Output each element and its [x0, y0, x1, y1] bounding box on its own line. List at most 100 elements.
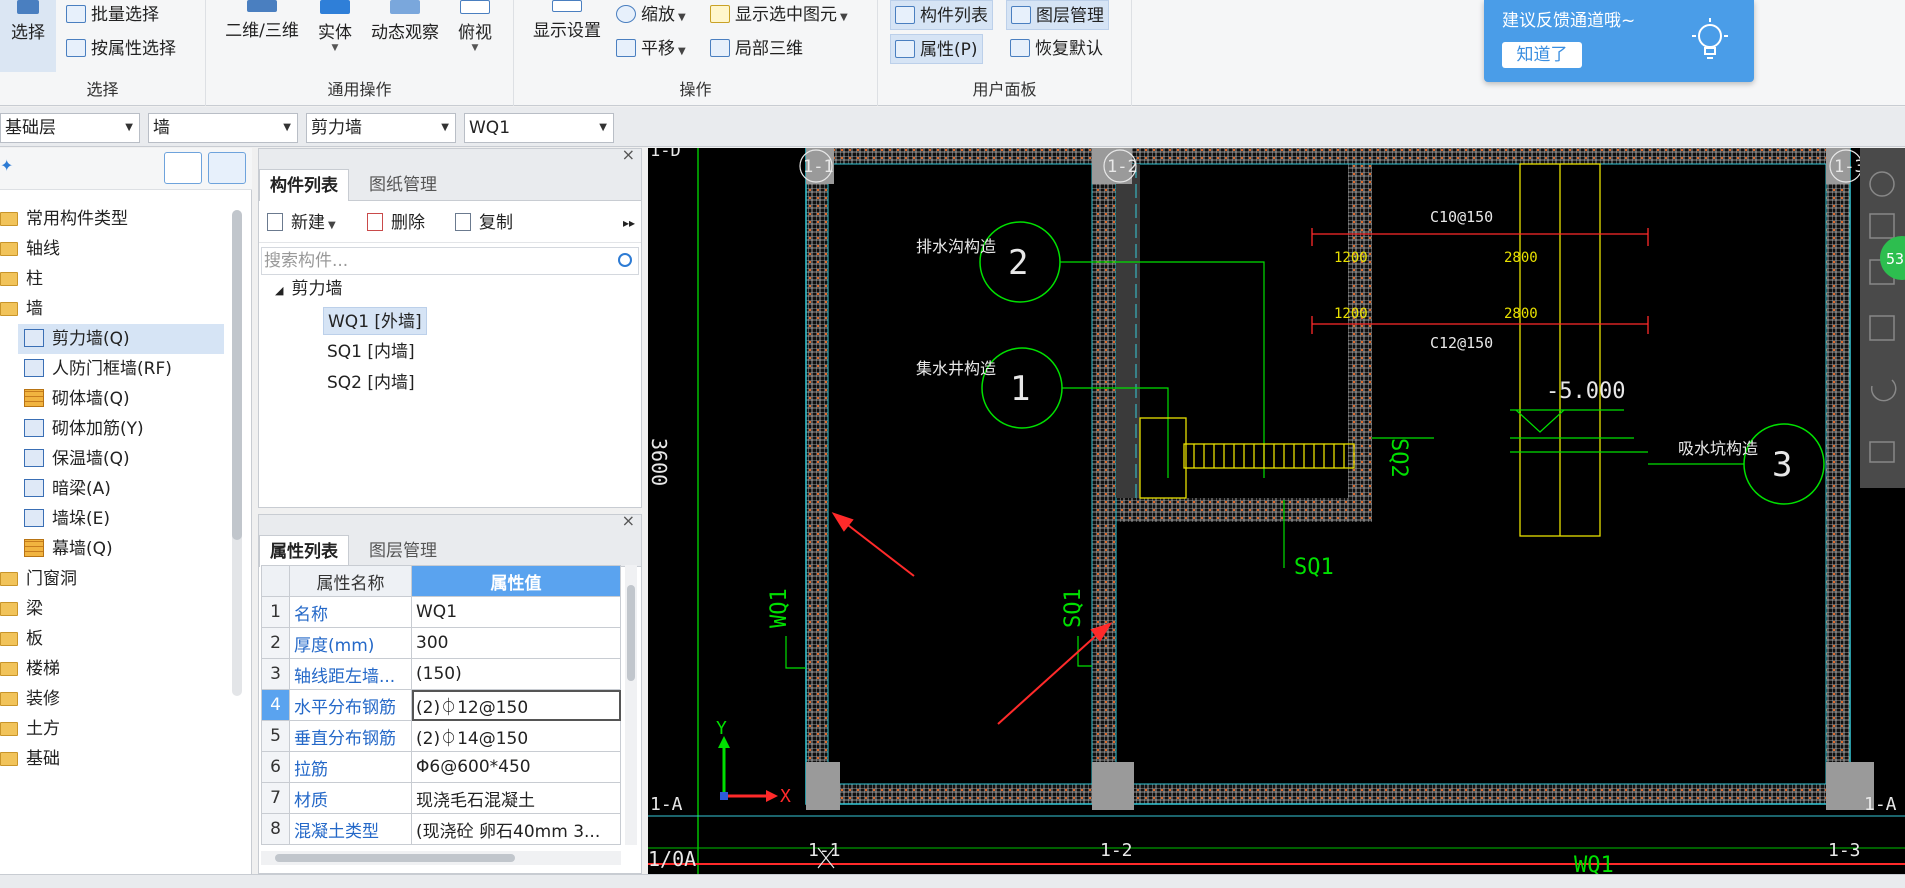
tree-item[interactable]: 幕墙(Q) [0, 534, 228, 564]
show-selected-icon [710, 5, 730, 23]
tree-item[interactable]: 保温墙(Q) [0, 444, 228, 474]
wall-wq1-left[interactable] [806, 148, 828, 796]
property-value[interactable]: (2)⏀14@150 [411, 720, 621, 752]
property-row-index: 6 [261, 751, 290, 783]
tab-property-list[interactable]: 属性列表 [259, 535, 349, 567]
property-vscrollbar[interactable] [625, 565, 637, 845]
property-value[interactable]: (2)⏀12@150 [411, 689, 621, 721]
wall-top[interactable] [806, 148, 1850, 164]
tree-item[interactable]: 暗梁(A) [0, 474, 228, 504]
local-3d-button[interactable]: 局部三维 [706, 34, 807, 64]
detail-view-icon[interactable] [208, 152, 246, 184]
component-list-item[interactable]: SQ1 [内墙] [327, 342, 415, 362]
tree-scroll-thumb[interactable] [232, 210, 242, 540]
tree-item[interactable]: 门窗洞 [0, 564, 228, 594]
dynamic-observe-button[interactable]: 动态观察 [366, 0, 444, 72]
zoom-button[interactable]: 缩放▼ [612, 0, 690, 30]
close-icon[interactable]: × [621, 145, 635, 164]
tree-item[interactable]: 楼梯 [0, 654, 228, 684]
wall-sump[interactable] [1092, 498, 1372, 522]
wall-bottom[interactable] [806, 784, 1850, 804]
search-icon[interactable] [618, 253, 632, 267]
tree-item[interactable]: 人防门框墙(RF) [0, 354, 228, 384]
wall-sq1-middle[interactable] [1092, 148, 1116, 796]
floor-select[interactable]: 基础层▼ [0, 113, 140, 143]
attr-select-button[interactable]: 按属性选择 [62, 34, 180, 64]
new-component-button[interactable]: 新建▼ [267, 209, 336, 237]
notice-ok-button[interactable]: 知道了 [1502, 42, 1582, 68]
tree-item[interactable]: 砌体墙(Q) [0, 384, 228, 414]
wall-wq1-right[interactable] [1826, 148, 1850, 796]
component-type-tree: ✦ 常用构件类型轴线柱墙剪力墙(Q)人防门框墙(RF)砌体墙(Q)砌体加筋(Y)… [0, 148, 252, 874]
component-select[interactable]: WQ1▼ [464, 113, 614, 143]
layer-manage-toggle[interactable]: 图层管理 [1006, 0, 1109, 30]
view-2d3d-icon [247, 0, 277, 12]
pin-icon[interactable]: ✦ [0, 156, 14, 175]
tree-item-label: 暗梁(A) [52, 479, 111, 499]
display-settings-button[interactable]: 显示设置 [528, 0, 606, 72]
component-list-item[interactable]: WQ1 [外墙] [323, 307, 427, 335]
tree-item[interactable]: 土方 [0, 714, 228, 744]
properties-toggle[interactable]: 属性(P) [890, 34, 983, 64]
tab-drawing-manage[interactable]: 图纸管理 [369, 175, 437, 195]
entity-button[interactable]: 实体 ▼ [312, 0, 358, 72]
property-value[interactable]: (现浇砼 卵石40mm 3... [411, 813, 621, 845]
property-value[interactable]: WQ1 [411, 596, 621, 628]
batch-select-button[interactable]: 批量选择 [62, 0, 163, 30]
property-value[interactable]: Φ6@600*450 [411, 751, 621, 783]
property-row-index: 5 [261, 720, 290, 752]
component-list-item[interactable]: SQ2 [内墙] [327, 373, 415, 393]
delete-component-button[interactable]: 删除 [367, 209, 425, 237]
progress-badge-icon[interactable] [1880, 236, 1905, 280]
tree-item[interactable]: 板 [0, 624, 228, 654]
collapse-triangle-icon[interactable]: ◢ [275, 284, 284, 297]
restore-default-button[interactable]: 恢复默认 [1006, 34, 1107, 64]
close-icon[interactable]: × [621, 511, 635, 530]
tree-item[interactable]: 轴线 [0, 234, 228, 264]
top-view-button[interactable]: 俯视 ▼ [452, 0, 498, 72]
tree-item[interactable]: 墙 [0, 294, 228, 324]
tab-layer-manage[interactable]: 图层管理 [369, 541, 437, 561]
property-hscrollbar[interactable] [261, 851, 621, 865]
component-search-input[interactable]: 搜索构件... [261, 247, 639, 275]
property-value[interactable]: 300 [411, 627, 621, 659]
type-select[interactable]: 剪力墙▼ [306, 113, 456, 143]
more-icon[interactable]: ▸▸ [623, 216, 636, 230]
component-group-shear-wall[interactable]: ◢剪力墙 [271, 275, 346, 303]
property-hscroll-thumb[interactable] [275, 854, 515, 862]
category-select[interactable]: 墙▼ [148, 113, 298, 143]
wall-sq2[interactable] [1348, 148, 1372, 522]
pan-button[interactable]: 平移▼ [612, 34, 690, 64]
property-vscroll-thumb[interactable] [627, 585, 635, 681]
tree-item[interactable]: 装修 [0, 684, 228, 714]
component-list-toggle[interactable]: 构件列表 [890, 0, 993, 30]
view-2d3d-button[interactable]: 二维/三维 [220, 0, 304, 72]
select-button[interactable]: 选择 [0, 0, 56, 72]
copy-component-button[interactable]: 复制 [455, 209, 513, 237]
property-value[interactable]: (150) [411, 658, 621, 690]
tree-item[interactable]: 基础 [0, 744, 228, 774]
drawing-canvas[interactable]: 1-1 1-2 1-3 1-D 1-A 1-A 1/0A 1-1 1-2 1-3… [648, 148, 1905, 874]
show-selected-button[interactable]: 显示选中图元▼ [706, 0, 852, 30]
tab-component-list[interactable]: 构件列表 [259, 169, 349, 201]
tree-scrollbar[interactable] [232, 210, 242, 696]
tree-item[interactable]: 梁 [0, 594, 228, 624]
list-view-icon[interactable] [164, 152, 202, 184]
tree-item[interactable]: 墙垛(E) [0, 504, 228, 534]
property-value[interactable]: 现浇毛石混凝土 [411, 782, 621, 814]
tree-item[interactable]: 剪力墙(Q) [18, 324, 224, 354]
progress-badge-text: 53 [1886, 250, 1904, 268]
tree-item[interactable]: 砌体加筋(Y) [0, 414, 228, 444]
tree-item[interactable]: 常用构件类型 [0, 204, 228, 234]
tree-item[interactable]: 柱 [0, 264, 228, 294]
cad-drawing[interactable]: 1-1 1-2 1-3 1-D 1-A 1-A 1/0A 1-1 1-2 1-3… [648, 148, 1905, 874]
properties-icon [895, 40, 915, 58]
